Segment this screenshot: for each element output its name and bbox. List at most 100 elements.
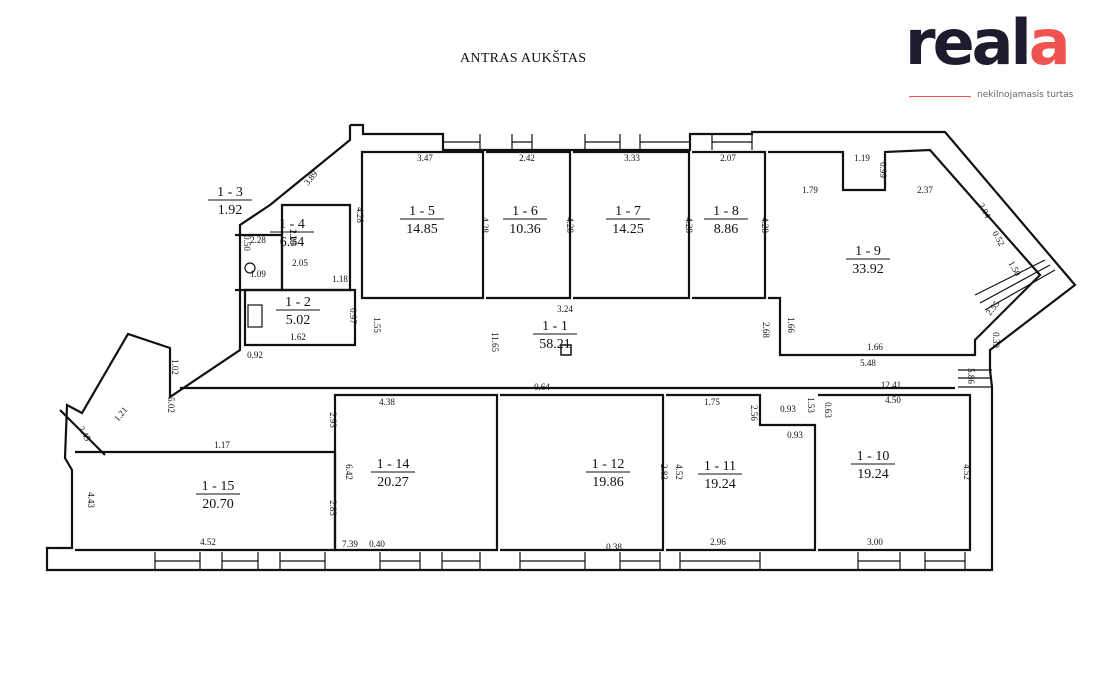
wall-room-1-10 — [818, 393, 972, 552]
dimension-label: 0.38 — [606, 542, 622, 552]
dimension-label: 0.39 — [991, 332, 1001, 348]
dimension-label: 1.66 — [867, 342, 883, 352]
dimension-label: 5.02 — [166, 397, 176, 413]
dimension-label: 1.53 — [806, 397, 816, 413]
dimension-label: 4.52 — [674, 464, 684, 480]
room-id-label: 1 - 9 — [855, 244, 881, 259]
dimension-label: 2.83 — [328, 500, 338, 516]
wall-room-1-14 — [333, 393, 499, 552]
room-area-label: 14.25 — [612, 222, 644, 237]
dimension-label: 4.43 — [86, 492, 96, 508]
dimension-label: 6.42 — [344, 464, 354, 480]
dimension-label: 12.41 — [881, 380, 901, 390]
room-id-label: 1 - 2 — [285, 295, 311, 310]
dimension-label: 2.96 — [710, 537, 726, 547]
dimension-label: 0.93 — [787, 430, 803, 440]
dimension-label: 1.55 — [372, 317, 382, 333]
dimension-label: 2.05 — [292, 258, 308, 268]
wall-stair-left — [59, 409, 106, 456]
wall-room-1-11 — [666, 393, 817, 552]
room-id-label: 1 - 11 — [704, 459, 736, 474]
outer-wall-top-left — [269, 125, 352, 206]
dimension-label: 0.63 — [823, 402, 833, 418]
floor-title: ANTRAS AUKŠTAS — [460, 51, 587, 66]
toilet-fixture — [244, 262, 256, 274]
outer-wall — [45, 123, 1077, 572]
wall-room-1-12 — [500, 393, 665, 552]
wall-room-1-6 — [486, 150, 572, 300]
room-area-label: 6.54 — [280, 235, 305, 250]
room-area-label: 14.85 — [406, 222, 438, 237]
dimension-label: 11.65 — [490, 332, 500, 352]
logo-rule — [909, 96, 971, 97]
room-area-label: 58.21 — [539, 337, 571, 352]
room-area-label: 1.92 — [218, 203, 243, 218]
dimension-label: 1.18 — [332, 274, 348, 284]
dimension-label: 1.02 — [170, 359, 180, 375]
dimension-label: 2.25 — [288, 229, 298, 245]
dimension-label: 4.52 — [962, 464, 972, 480]
room-id-label: 1 - 3 — [217, 185, 243, 200]
dimension-label: 2.93 — [328, 412, 338, 428]
dimension-label: 0.97 — [348, 308, 358, 324]
room-area-label: 20.70 — [202, 497, 234, 512]
room-id-label: 1 - 6 — [512, 204, 538, 219]
room-area-label: 19.86 — [592, 475, 624, 490]
room-id-label: 1 - 14 — [377, 457, 410, 472]
dimension-label: 3.33 — [624, 153, 640, 163]
room-id-label: 1 - 12 — [592, 457, 625, 472]
sink-fixture — [247, 304, 263, 328]
dimension-label: 1.79 — [802, 185, 818, 195]
dimension-label: 4.50 — [885, 395, 901, 405]
dimension-label: 5.86 — [966, 368, 976, 384]
room-area-label: 20.27 — [377, 475, 409, 490]
room-area-label: 5.02 — [286, 313, 311, 328]
dimension-label: 2.83 — [659, 464, 669, 480]
room-id-label: 1 - 7 — [615, 204, 641, 219]
room-id-label: 1 - 4 — [279, 217, 305, 232]
dimension-label: 4.28 — [565, 217, 575, 233]
room-area-label: 19.24 — [857, 467, 889, 482]
dimension-label: 3.24 — [557, 304, 573, 314]
dimension-label: 4.28 — [760, 217, 770, 233]
dimension-label: 1.50 — [1006, 259, 1023, 278]
room-id-label: 1 - 8 — [713, 204, 739, 219]
room-id-label: 1 - 10 — [857, 449, 890, 464]
dimension-label: 0.99 — [878, 162, 888, 178]
brand-logo: reala nekilnojamasis turtas — [905, 12, 1085, 104]
dimension-label: 0.40 — [369, 539, 385, 549]
column-marker — [560, 344, 572, 356]
dimension-label: 1.29 — [288, 229, 298, 245]
room-area-label: 33.92 — [852, 262, 884, 277]
dimension-label: 2.42 — [519, 153, 535, 163]
dimension-label: 2.68 — [761, 322, 771, 338]
room-id-label: 1 - 5 — [409, 204, 435, 219]
dimension-label: 4.28 — [355, 207, 365, 223]
room-area-label: 19.24 — [704, 477, 736, 492]
dimension-label: 0.52 — [990, 229, 1007, 248]
dimension-label: 3.47 — [417, 153, 433, 163]
dimension-label: 0.50 — [242, 235, 252, 251]
dimension-label: 1.62 — [290, 332, 306, 342]
dimension-label: 3.89 — [302, 168, 320, 187]
wall-room-1-2 — [243, 288, 357, 347]
dimension-label: 1.19 — [854, 153, 870, 163]
dimension-label: 2.28 — [250, 235, 266, 245]
logo-wordmark: reala — [905, 6, 1071, 79]
dimension-label: 4.28 — [480, 217, 490, 233]
wall-room-1-15 — [75, 450, 337, 552]
dimension-label: 0.92 — [247, 350, 263, 360]
dimension-label: 2.07 — [720, 153, 736, 163]
dimension-label: 1.66 — [786, 317, 796, 333]
dimension-label: 2.56 — [749, 405, 759, 421]
wall-room-1-7 — [573, 150, 691, 300]
logo-tagline: nekilnojamasis turtas — [977, 90, 1074, 100]
dimension-label: 4.28 — [684, 217, 694, 233]
dimension-label: 7.39 — [342, 539, 358, 549]
dimension-label: 0.64 — [534, 382, 550, 392]
room-area-label: 10.36 — [509, 222, 541, 237]
dimension-label: 4.38 — [379, 397, 395, 407]
dimension-label: 5.48 — [860, 358, 876, 368]
wall-room-1-8 — [692, 150, 767, 300]
